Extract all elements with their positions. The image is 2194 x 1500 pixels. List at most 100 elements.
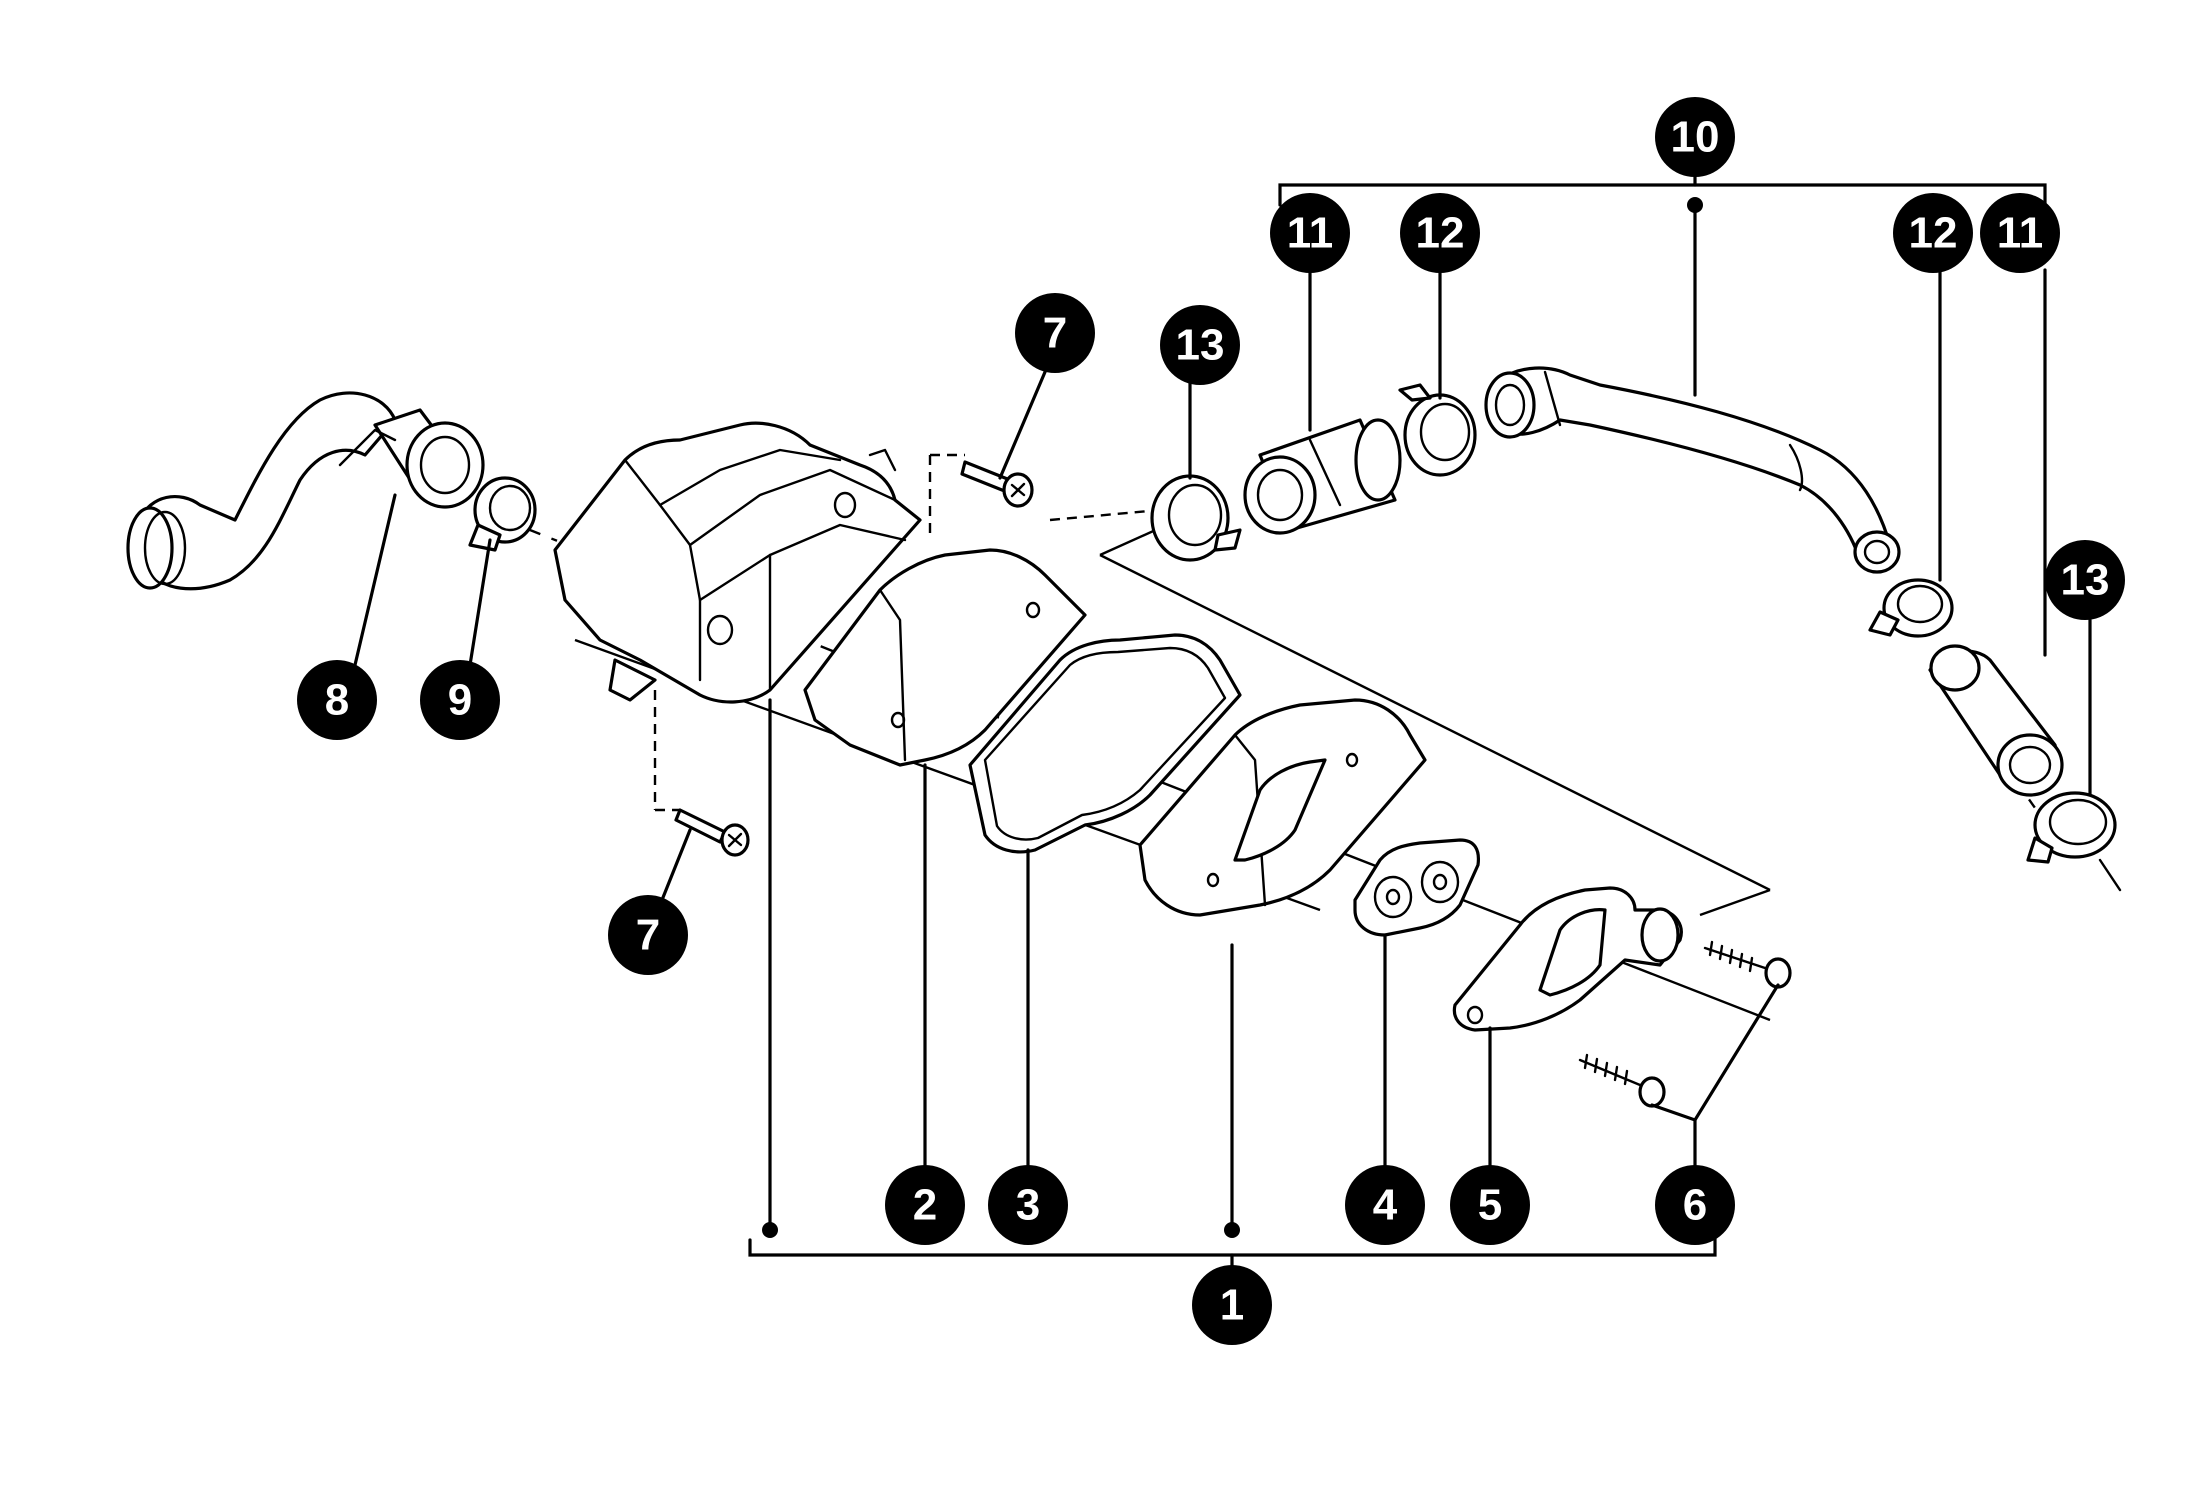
screw-6-upper-thread [1703,940,1767,973]
cover-plate-body [803,548,1087,767]
part-1-housing [553,421,922,704]
callout-11-right-label: 11 [1997,209,2044,258]
gasket-inner [983,646,1227,841]
part-7-upper-screw [960,460,1034,508]
callout-8-label: 8 [325,676,349,725]
part-10-long-hose [1484,366,1901,574]
housing-edge-3 [698,523,907,602]
part-5-end-cap [1452,886,1683,1032]
clamp-13-left-tab [1213,528,1242,552]
cover-plate-hole-1 [1025,601,1041,619]
callout-3-label: 3 [1016,1181,1040,1230]
callout-10: 10 [1655,97,1735,177]
screw-7-lower-shank [674,808,727,844]
leader-10-dot [1687,197,1703,213]
long-hose-body [1498,366,1892,562]
part-11-right-sleeve [1928,644,2064,797]
end-cap-cavity [1538,908,1607,997]
callout-9: 9 [420,660,500,740]
clamp-13-right-inner [2048,798,2108,846]
sleeve-11-right-top [1929,644,1981,692]
baffle-frame-hole-2 [1206,872,1220,888]
sleeve-11-right-bore [2008,745,2052,785]
cover-plate-hole-2 [890,711,906,729]
callout-11-right: 11 [1980,193,2060,273]
part-11-left-sleeve [1243,418,1402,535]
callout-2: 2 [885,1165,965,1245]
callout-13-right: 13 [2045,540,2125,620]
callout-12-left-label: 12 [1416,209,1465,258]
elbow-hose-body [138,391,397,591]
housing-foot [608,658,657,702]
part-3-gasket [968,633,1242,854]
part-9-hose-clamp [468,476,537,552]
long-hose-left-bore [1494,383,1526,427]
callout-5: 5 [1450,1165,1530,1245]
clamp-13-left-inner [1167,483,1223,547]
callout-5-label: 5 [1478,1181,1502,1230]
end-cap-nozzle [1640,907,1680,963]
upper-diagonal-return [1699,888,1771,917]
valve-plate-body [1353,838,1481,937]
callout-1-label: 1 [1220,1281,1244,1330]
callout-12-left: 12 [1400,193,1480,273]
part-12-right-clamp [1868,578,1954,638]
elbow-hose-right-bore [419,435,471,495]
valve-plate-port-2-center [1432,873,1448,891]
callout-4: 4 [1345,1165,1425,1245]
leader-7-lower [658,828,692,907]
clamp-12-left-tab [1398,383,1432,402]
callout-11-left-label: 11 [1287,209,1334,258]
leader-1-housing-dot [762,1222,778,1238]
elbow-hose-left-ring [143,510,187,586]
upper-diagonal [1099,553,1771,892]
callout-4-label: 4 [1373,1181,1398,1230]
callout-12-right: 12 [1893,193,1973,273]
screw-7-lower-slot [727,832,743,848]
clamp-12-left-inner [1419,402,1471,462]
long-hose-left-end [1484,371,1536,439]
screw-6-lower-thread [1578,1053,1642,1087]
baffle-frame-window [1233,758,1327,862]
valve-plate-port-1-center [1385,888,1401,906]
sleeve-11-left-front [1243,455,1317,535]
part-13-left-clamp [1150,474,1242,562]
callout-7-lower: 7 [608,895,688,975]
housing-edge-4 [658,448,842,507]
clamp-13-right-tab [2026,836,2054,864]
callout-10-label: 10 [1671,113,1720,162]
valve-plate-port-1 [1373,875,1413,919]
long-hose-collar [1543,370,1562,427]
part-4-valve-plate [1353,838,1481,937]
callout-7-upper: 7 [1015,293,1095,373]
screw-6-lower-head [1638,1076,1666,1108]
part-7-lower-screw [674,808,750,857]
part-8-elbow-hose [126,391,485,591]
baffle-frame-edge [1233,733,1267,907]
clamp-12-right-inner [1896,584,1944,624]
sleeve-11-left-back [1354,418,1402,502]
hose-guide [1049,508,1161,522]
valve-plate-port-2 [1420,860,1460,904]
sleeve-11-left-ridge [1308,438,1342,507]
elbow-hose-right-end [405,421,485,509]
leader-6 [1650,983,1780,1122]
leader-1-frame-dot [1224,1222,1240,1238]
callout-7-lower-label: 7 [636,911,660,960]
callout-13-right-label: 13 [2061,556,2110,605]
leader-8 [353,493,397,667]
callout-6: 6 [1655,1165,1735,1245]
gasket-outer [968,633,1242,854]
callout-8: 8 [297,660,377,740]
callout-1: 1 [1192,1265,1272,1345]
callout-2-label: 2 [913,1181,937,1230]
long-hose-right-bore [1863,539,1891,565]
clamp-12-left-outer [1403,393,1477,477]
housing-main-body [553,421,922,704]
callout-6-label: 6 [1683,1181,1707,1230]
housing-hole-2 [833,491,857,519]
leader-7-upper [998,370,1047,480]
clamp-12-right-tab [1868,610,1900,637]
